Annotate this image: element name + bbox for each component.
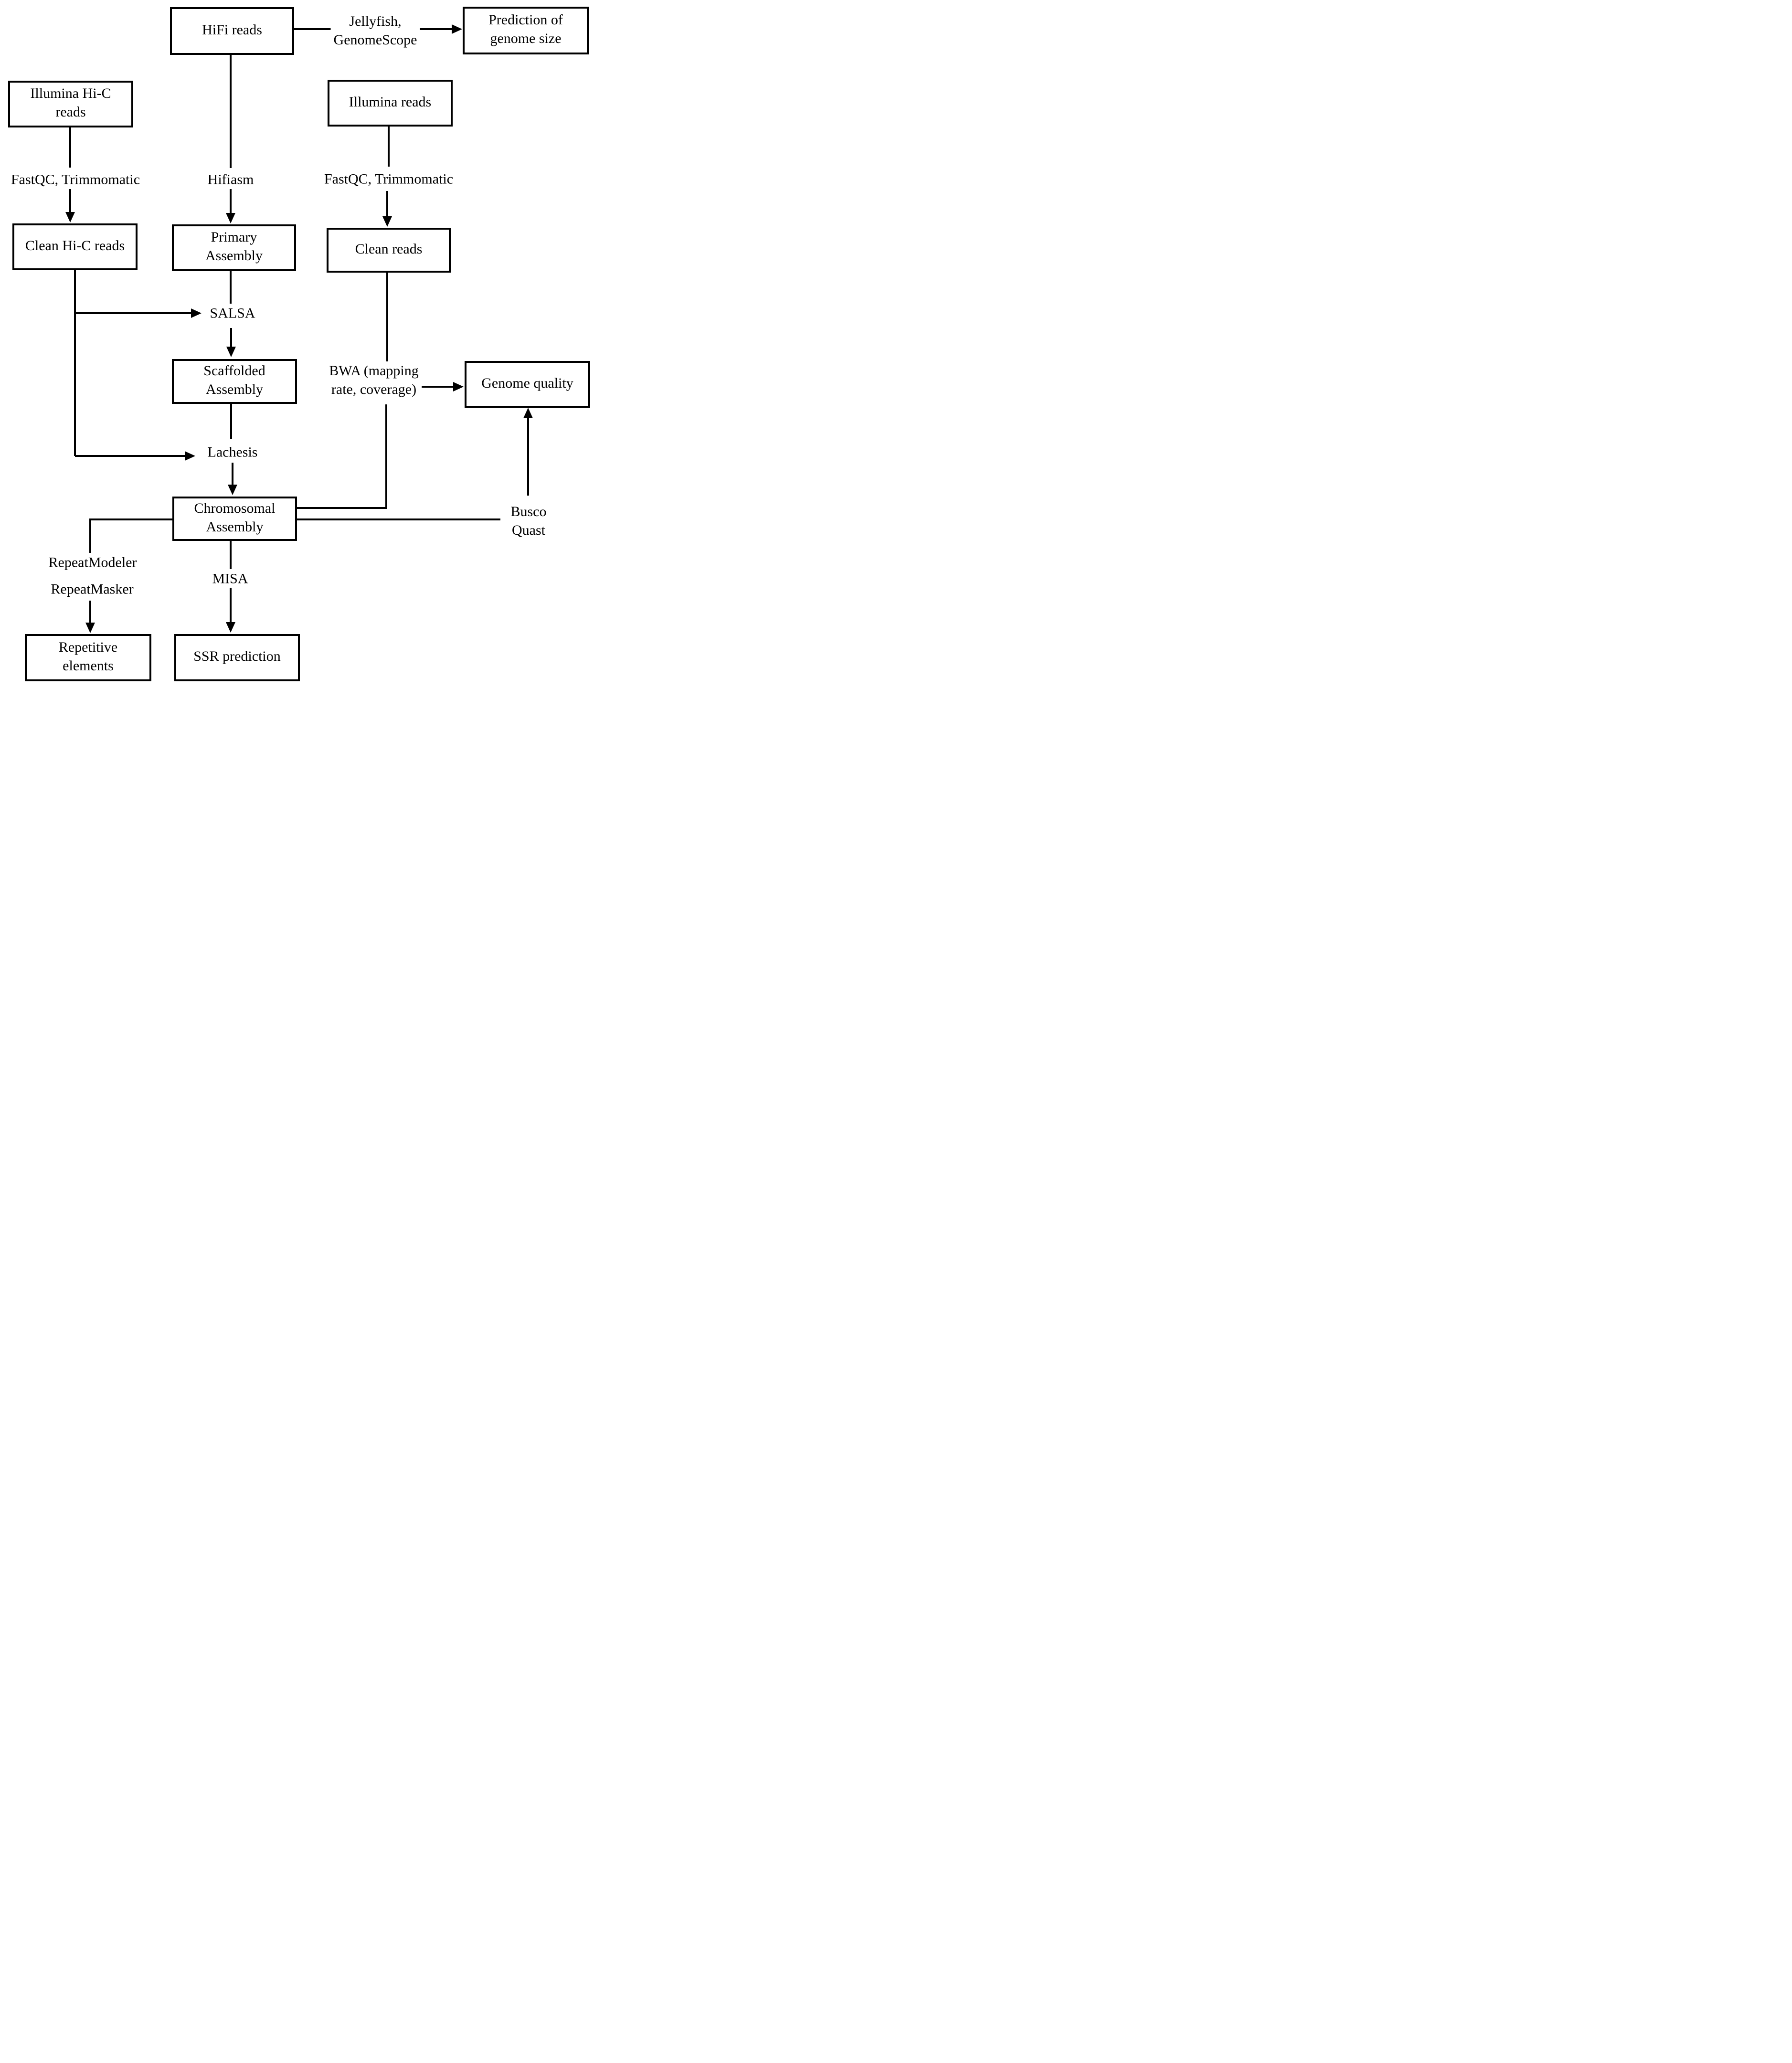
node-illumina-reads: Illumina reads bbox=[328, 80, 453, 127]
arrowhead-into-clean-hic bbox=[65, 212, 75, 222]
edge-cleanreads-to-bwa bbox=[386, 273, 388, 364]
arrowhead-into-genome-quality-bottom bbox=[523, 408, 533, 418]
edge-cleanhic-to-salsa-shaft bbox=[75, 312, 191, 314]
arrowhead-into-prediction bbox=[452, 24, 462, 34]
edge-bwa-to-genomequality-shaft bbox=[420, 386, 454, 388]
arrowhead-into-ssr-prediction bbox=[226, 622, 235, 633]
edge-cleanhic-to-lachesis-shaft bbox=[75, 455, 185, 457]
edge-repeatmasker-to-repetitive-shaft bbox=[89, 601, 91, 623]
edge-fastqc-to-cleanreads-shaft bbox=[386, 191, 388, 216]
edge-hifi-to-hifiasm bbox=[230, 55, 232, 168]
edge-chromosomal-to-misa bbox=[230, 541, 232, 569]
label-fastqc-trimmomatic-hic: FastQC, Trimmomatic bbox=[8, 170, 143, 189]
node-ssr-prediction: SSR prediction bbox=[174, 634, 300, 681]
label-bwa-mapping: BWA (mapping rate, coverage) bbox=[326, 361, 422, 399]
edge-bwa-to-chromosomal-vertical bbox=[385, 404, 387, 509]
edge-chromosomal-left-vertical bbox=[89, 518, 91, 553]
edge-fastqc-to-cleanhic-shaft bbox=[69, 189, 71, 212]
arrowhead-into-genome-quality-left bbox=[453, 382, 464, 391]
arrowhead-into-chromosomal-assembly bbox=[228, 485, 237, 495]
node-genome-quality: Genome quality bbox=[465, 361, 590, 408]
label-misa: MISA bbox=[209, 569, 251, 588]
edge-scaffolded-to-lachesis bbox=[230, 403, 232, 439]
arrowhead-into-salsa bbox=[191, 308, 201, 318]
edge-chromosomal-to-busco bbox=[297, 518, 500, 520]
edge-primary-to-salsa bbox=[230, 271, 232, 304]
node-repetitive-elements: Repetitive elements bbox=[25, 634, 151, 681]
label-busco-quast: Busco Quast bbox=[508, 502, 550, 540]
node-chromosomal-assembly: Chromosomal Assembly bbox=[172, 497, 297, 541]
edge-bwa-to-chromosomal-horizontal bbox=[297, 507, 387, 509]
arrowhead-into-primary-assembly bbox=[226, 213, 235, 223]
label-salsa: SALSA bbox=[207, 304, 258, 323]
arrowhead-into-scaffolded-assembly bbox=[226, 347, 236, 357]
node-prediction-genome-size: Prediction of genome size bbox=[463, 7, 589, 54]
arrowhead-into-lachesis bbox=[185, 451, 195, 461]
edge-chromosomal-left-horizontal bbox=[90, 518, 172, 520]
arrowhead-into-clean-reads bbox=[382, 216, 392, 227]
node-clean-hic-reads: Clean Hi-C reads bbox=[12, 223, 138, 270]
genome-assembly-flowchart: HiFi reads Prediction of genome size Ill… bbox=[0, 0, 597, 688]
label-repeatmodeler: RepeatModeler bbox=[45, 553, 140, 572]
node-primary-assembly: Primary Assembly bbox=[172, 224, 296, 271]
edge-hifiasm-to-primary-shaft bbox=[230, 189, 232, 213]
node-clean-reads: Clean reads bbox=[327, 228, 451, 273]
edge-misa-to-ssr-shaft bbox=[230, 587, 232, 622]
label-jellyfish-genomescope: Jellyfish, GenomeScope bbox=[330, 12, 420, 49]
label-lachesis: Lachesis bbox=[204, 443, 261, 462]
label-hifiasm: Hifiasm bbox=[204, 170, 257, 189]
node-scaffolded-assembly: Scaffolded Assembly bbox=[172, 359, 297, 404]
label-fastqc-trimmomatic-illumina: FastQC, Trimmomatic bbox=[321, 169, 456, 189]
arrowhead-into-repetitive-elements bbox=[85, 623, 95, 633]
edge-salsa-to-scaffolded-shaft bbox=[230, 328, 232, 347]
edge-busco-to-genomequality-shaft bbox=[527, 418, 529, 496]
node-hifi-reads: HiFi reads bbox=[170, 7, 294, 55]
edge-cleanhic-trunk bbox=[74, 270, 76, 456]
label-repeatmasker: RepeatMasker bbox=[48, 580, 137, 599]
edge-illuminahic-to-fastqc bbox=[69, 127, 71, 168]
edge-lachesis-to-chromosomal-shaft bbox=[232, 463, 233, 485]
node-illumina-hic-reads: Illumina Hi-C reads bbox=[8, 81, 133, 127]
edge-illuminareads-to-fastqc bbox=[388, 127, 390, 167]
